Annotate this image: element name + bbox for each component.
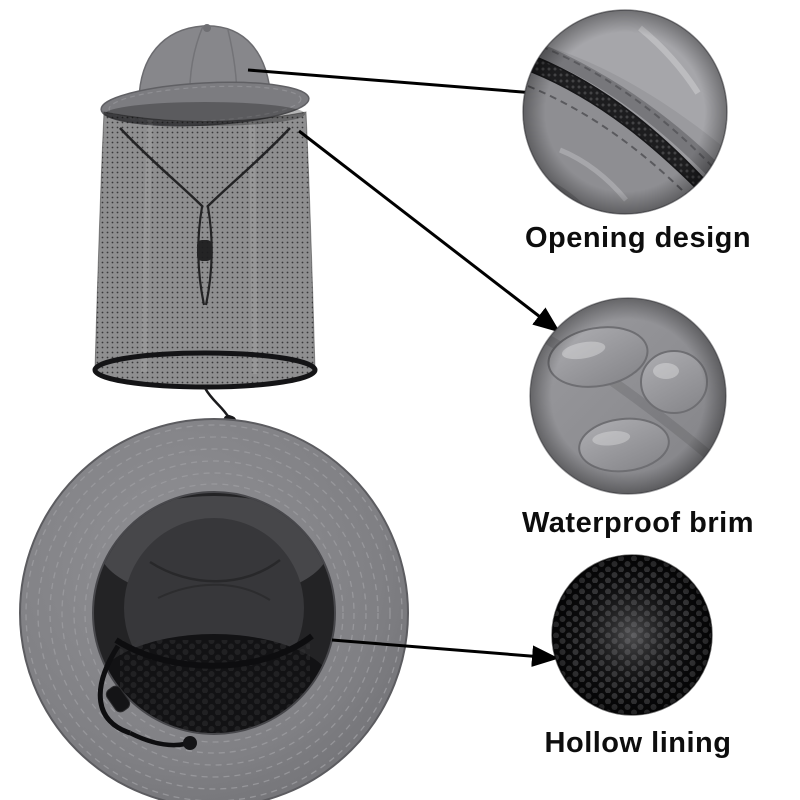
brim-cord-and-toggle (97, 644, 197, 750)
hollow-lining-label: Hollow lining (544, 727, 732, 759)
net-drawstring (119, 127, 291, 306)
hat-underside-photo (19, 418, 409, 800)
cord-lock-toggle (197, 240, 212, 261)
arrow-to-hollow-lining (331, 638, 560, 667)
net-bottom-rim (92, 350, 318, 390)
chin-strap (114, 633, 314, 669)
brim-stitching (25, 424, 403, 800)
net-hat-front-photo (92, 24, 318, 448)
arrow-to-waterproof-brim (298, 129, 561, 333)
opening-design-detail-photo (522, 9, 728, 215)
opening-design-label: Opening design (524, 222, 752, 254)
hollow-lining-detail-photo (551, 554, 713, 716)
waterproof-brim-detail-photo (529, 297, 727, 495)
waterproof-brim-label: Waterproof brim (522, 507, 754, 539)
